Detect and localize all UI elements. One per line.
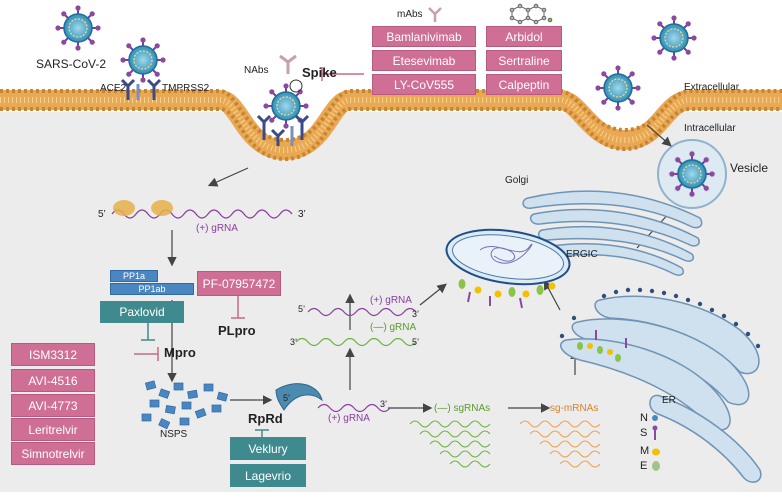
- intracellular-label: Intracellular: [684, 123, 736, 134]
- five-prime-top: 5’: [98, 209, 106, 220]
- nabs-label: NAbs: [244, 65, 269, 76]
- cell-membrane: [0, 89, 782, 162]
- protein-n-label: N: [640, 412, 648, 424]
- virus-particle: [54, 4, 102, 52]
- grna-neg-mid: [295, 337, 417, 347]
- nsps-fragments: [141, 380, 229, 430]
- plpro-label: PLpro: [218, 323, 256, 338]
- golgi-label: Golgi: [505, 175, 529, 186]
- drug-veklury: Veklury: [230, 437, 306, 460]
- drug-etesevimab: Etesevimab: [372, 50, 476, 71]
- three-prime-rdrp: 3’: [380, 399, 388, 409]
- grna-pos-mid-label: (+) gRNA: [370, 295, 412, 306]
- structural-protein-legend: [652, 415, 660, 471]
- mpro-label: Mpro: [164, 345, 196, 360]
- sgrnas-label: (—) sgRNAs: [434, 403, 491, 414]
- paxlovid-box: Paxlovid: [100, 301, 184, 323]
- pp1ab-box: PP1ab: [110, 283, 194, 295]
- three-prime-mid: 3’: [412, 309, 420, 319]
- extracellular-label: Extracellular: [684, 82, 740, 93]
- drug-avi-4773: AVI-4773: [11, 394, 95, 417]
- mabs-label: mAbs: [397, 9, 423, 20]
- protein-s-label: S: [640, 427, 648, 439]
- sars-cov-2-label: SARS-CoV-2: [36, 57, 107, 71]
- grna-top: [111, 200, 293, 219]
- virus-particle: [650, 14, 698, 62]
- ergic-label: ERGIC: [566, 249, 598, 260]
- virus-particle: [594, 64, 642, 112]
- drug-ism3312: ISM3312: [11, 343, 95, 366]
- rdrp-polymerase: [275, 383, 323, 411]
- pp1a-box: PP1a: [110, 270, 158, 282]
- assembly-compartment: [445, 228, 571, 309]
- three-prime-neg: 3’: [290, 337, 298, 347]
- five-prime-neg: 5’: [412, 337, 420, 347]
- nsps-label: NSPS: [160, 429, 188, 440]
- protein-e-label: E: [640, 460, 648, 472]
- drug-lagevrio: Lagevrio: [230, 464, 306, 487]
- drug-simnotrelvir: Simnotrelvir: [11, 442, 95, 465]
- five-prime-rdrp: 5’: [283, 393, 291, 403]
- molecule-icon: [509, 3, 553, 25]
- rprd-label: RpRd: [248, 411, 283, 426]
- drug-pf-07957472: PF-07957472: [197, 271, 281, 296]
- grna-pos-low-label: (+) gRNA: [328, 413, 370, 424]
- receptors-ace2-tmprss2: [120, 78, 310, 146]
- spike-inhibition: [321, 67, 364, 81]
- endoplasmic-reticulum: [560, 295, 762, 483]
- grna-pos-mid: [307, 307, 417, 317]
- spike-label: Spike: [302, 65, 337, 80]
- three-prime-top: 3’: [298, 209, 306, 220]
- sg-mrnas: [519, 420, 601, 468]
- protein-m-label: M: [640, 445, 650, 457]
- drug-leritrelvir: Leritrelvir: [11, 418, 95, 441]
- nabs-antibody-icon: [279, 54, 297, 74]
- tmprss2-label: TMPRSS2: [162, 83, 210, 94]
- grna-rdrp: [317, 403, 391, 413]
- er-label: ER: [662, 395, 676, 406]
- drug-sertraline: Sertraline: [486, 50, 562, 71]
- vesicle-label: Vesicle: [730, 161, 769, 175]
- ace2-label: ACE2: [100, 83, 127, 94]
- drug-ly-cov555: LY-CoV555: [372, 74, 476, 95]
- grna-pos-top-label: (+) gRNA: [196, 223, 238, 234]
- drug-bamlanivimab: Bamlanivimab: [372, 26, 476, 47]
- sgrnas-negative: [409, 420, 491, 468]
- five-prime-mid: 5’: [298, 304, 306, 314]
- grna-neg-mid-label: (—) gRNA: [370, 322, 417, 333]
- drug-arbidol: Arbidol: [486, 26, 562, 47]
- sgmrnas-label: sg-mRNAs: [550, 403, 599, 414]
- drug-avi-4516: AVI-4516: [11, 369, 95, 392]
- drug-calpeptin: Calpeptin: [486, 74, 562, 95]
- virus-particle: [119, 36, 167, 84]
- mabs-antibody-icon: [428, 7, 442, 22]
- inhibition-lines: [134, 296, 245, 361]
